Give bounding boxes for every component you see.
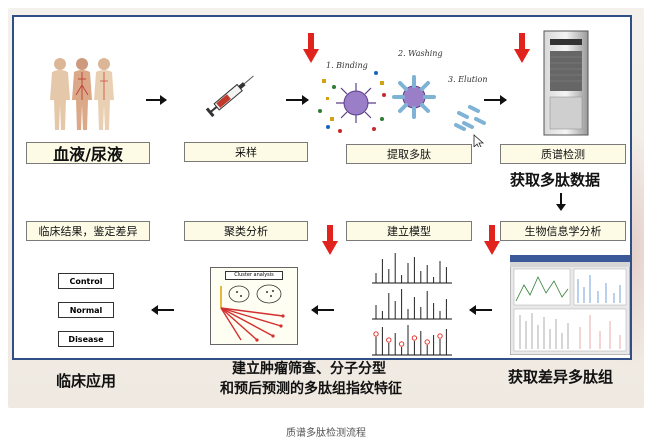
outcome-disease: Disease <box>58 331 114 347</box>
flow-arrow-back-2 <box>311 305 334 315</box>
highlighted-peak-marker <box>398 341 405 347</box>
red-down-arrow-icon <box>484 225 500 255</box>
magnetic-bead-binding-diagram <box>318 71 486 147</box>
outcome-normal: Normal <box>58 302 114 318</box>
cluster-analysis-panel: Cluster analysis <box>210 267 298 345</box>
bioinformatics-software-screenshot <box>510 255 630 355</box>
build-model-label: 建立模型 <box>346 221 472 241</box>
mass-spectrometer-image <box>543 30 589 136</box>
highlighted-peak-marker <box>411 335 418 341</box>
cluster-panel-title: Cluster analysis <box>225 271 283 280</box>
flow-arrow-back-3 <box>469 305 492 315</box>
clinical-result-label: 临床结果，鉴定差异 <box>26 221 150 241</box>
cluster-diagram <box>220 284 285 342</box>
red-down-arrow-icon <box>514 33 530 63</box>
flow-arrow-down <box>556 193 566 211</box>
step-washing-label: 2. Washing <box>398 49 443 58</box>
cluster-analysis-label: 聚类分析 <box>184 221 308 241</box>
highlighted-peak-marker <box>424 339 430 345</box>
step-binding-label: 1. Binding <box>326 61 368 70</box>
flow-arrow-3 <box>484 95 507 105</box>
mass-spec-label: 质谱检测 <box>500 144 626 164</box>
flow-arrow-1 <box>146 95 167 105</box>
highlighted-peak-marker <box>437 333 443 339</box>
red-down-arrow-icon <box>322 225 338 255</box>
highlighted-peak-marker <box>373 331 379 337</box>
extract-peptides-label: 提取多肽 <box>346 144 472 164</box>
blood-urine-label: 血液/尿液 <box>26 142 150 164</box>
clinical-application-label: 临床应用 <box>56 372 117 390</box>
fingerprint-feature-line1: 建立肿瘤筛查、分子分型 <box>232 361 386 377</box>
highlighted-peak-marker <box>386 337 392 343</box>
syringe-icon <box>205 75 254 118</box>
peptide-spectra-model <box>372 253 452 356</box>
bioinformatics-label: 生物信息学分析 <box>500 221 626 241</box>
figure-caption: 质谱多肽检测流程 <box>286 428 366 439</box>
flow-arrow-2 <box>286 95 309 105</box>
fingerprint-feature-line2: 和预后预测的多肽组指纹特征 <box>220 381 402 397</box>
human-body-figures <box>50 58 114 130</box>
workflow-panel: 1. Binding 2. Washing 3. Elution <box>12 15 632 360</box>
get-peptide-data-label: 获取多肽数据 <box>510 171 601 189</box>
sampling-label: 采样 <box>184 142 308 162</box>
slide: 1. Binding 2. Washing 3. Elution <box>8 8 644 408</box>
step-elution-label: 3. Elution <box>448 75 488 84</box>
outcome-control: Control <box>58 273 114 289</box>
flow-arrow-back-1 <box>151 305 174 315</box>
differential-peptidome-label: 获取差异多肽组 <box>508 368 614 386</box>
red-down-arrow-icon <box>303 33 319 63</box>
